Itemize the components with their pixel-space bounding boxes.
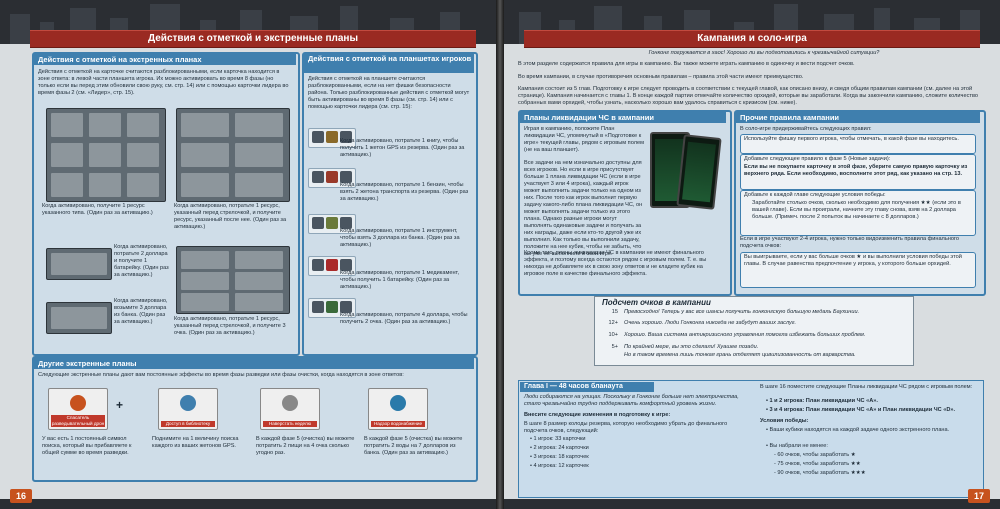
- intro-paragraph: Во время кампании, в случае противоречия…: [518, 74, 804, 80]
- section-title: Действия с отметкой на экстренных планах: [34, 54, 296, 65]
- list-item: • 1 и 2 игрока: План ликвидации ЧС «А».: [766, 398, 878, 404]
- rule-box: [740, 252, 976, 288]
- section-title: Действия с отметкой на планшетах игроков: [304, 54, 474, 73]
- plan-effect: У вас есть 1 постоянный символ поиска, к…: [42, 436, 132, 456]
- solo-text: Заработайте столько очков, сколько необх…: [752, 200, 961, 220]
- caption: Когда активировано, потратьте 1 ресурс, …: [174, 316, 286, 336]
- solo-text: Используйте фишку первого игрока, чтобы …: [744, 136, 959, 142]
- list-item: - 90 очков, чтобы заработать ★★★: [774, 470, 866, 476]
- scoring-title: Подсчет очков в кампании: [602, 298, 711, 307]
- board-action-text: Когда активировано, потратьте 1 книгу, ч…: [340, 138, 465, 158]
- intro-paragraph: В этом разделе содержатся правила для иг…: [518, 61, 855, 67]
- right-page: Кампания и соло-игра Гонконг погружается…: [504, 0, 1000, 509]
- left-page: Действия с отметкой и экстренные планы Д…: [0, 0, 496, 509]
- chapter-box: [518, 380, 984, 498]
- plans-text: Все задачи на нем изначально доступны дл…: [524, 160, 643, 257]
- page-title: Кампания и соло-игра: [524, 30, 980, 48]
- score-text: Очень хорошо. Люди Гонконга никогда не з…: [624, 320, 797, 326]
- cards-illustration: [46, 108, 166, 202]
- solo-text: Добавьте к каждой главе следующие услови…: [744, 192, 886, 198]
- chapter-text: В шаге 16 поместите следующие Планы ликв…: [760, 384, 973, 390]
- solo-text: В соло-игре придерживайтесь следующих пр…: [740, 126, 872, 132]
- board-action-text: Когда активировано, потратьте 1 бензин, …: [340, 182, 469, 202]
- list-item: - 60 очков, чтобы заработать ★: [774, 452, 856, 458]
- score-text: По крайней мере, вы это сделали! Хуашее …: [624, 344, 759, 350]
- plan-effect: В каждой фазе 5 (очистка) вы можете потр…: [256, 436, 355, 456]
- footer-bar: [0, 499, 496, 509]
- solo-text: Добавьте следующее правило к фазе 5 (Нов…: [744, 156, 891, 162]
- score-threshold: 10+: [608, 332, 619, 338]
- footer-bar: [504, 499, 1000, 509]
- rule-box: [740, 154, 976, 190]
- list-item: • 1 игрок: 33 карточки: [530, 436, 586, 442]
- caption: Когда активировано, потратьте 2 доллара …: [114, 244, 169, 278]
- page-number: 16: [10, 489, 32, 503]
- caption: Когда активировано, потратьте 1 ресурс, …: [174, 203, 287, 230]
- score-text: Но в таком времена лишь тонкая грань отд…: [624, 352, 856, 358]
- section-intro: Действия с отметкой на карточке считаютс…: [38, 69, 289, 96]
- list-item: • Вы набрали не менее:: [766, 443, 828, 449]
- rule-box: [740, 134, 976, 154]
- book-spine: [496, 0, 504, 509]
- scoring-box: [594, 296, 914, 366]
- score-threshold: 15: [611, 309, 618, 315]
- rule-box: [740, 190, 976, 236]
- chapter-text: В шаге 8 размер колоды резерва, которую …: [524, 421, 728, 434]
- board-action-illustration: [308, 168, 356, 188]
- chapter-text: Люди собираются на улицах. Поскольку в Г…: [524, 394, 739, 407]
- board-action-text: Когда активировано, потратьте 1 инструме…: [340, 228, 460, 248]
- board-action-text: Когда активировано, потратьте 4 доллара,…: [340, 312, 468, 325]
- plan-tile: Спасатель разведывательный дрон: [48, 388, 108, 430]
- cards-illustration: [176, 108, 290, 202]
- list-item: • 4 игрока: 12 карточек: [530, 463, 589, 469]
- list-item: • Ваши кубики находятся на каждой задаче…: [766, 427, 950, 433]
- plan-tile: Надзор водонабжение: [368, 388, 428, 430]
- caption: Когда активировано, возьмите 3 доллара и…: [114, 298, 168, 325]
- section-intro: Следующие экстренные планы дают вам пост…: [38, 372, 404, 378]
- plan-tile: Наверстать неделю: [260, 388, 320, 430]
- score-text: Хорошо. Ваша система антикризисного упра…: [624, 332, 866, 338]
- board-action-illustration: [308, 128, 356, 148]
- solo-text: Вы выигрываете, если у вас больше очков …: [744, 254, 962, 267]
- plan-tile: Доступ в библиотеку: [158, 388, 218, 430]
- solo-text: Если в игре участвуют 2-4 игрока, нужно …: [740, 236, 959, 249]
- list-item: • 3 игрока: 18 карточек: [530, 454, 589, 460]
- section-title: Прочие правила кампании: [736, 112, 980, 123]
- page-title: Действия с отметкой и экстренные планы: [30, 30, 476, 48]
- plus-icon: +: [116, 398, 124, 412]
- solo-text: Если вы не покупаете карточку в этой фаз…: [744, 164, 968, 177]
- board-action-illustration: [308, 298, 356, 318]
- list-item: Условия победы:: [760, 418, 809, 424]
- card-illustration: [46, 302, 112, 334]
- list-item: • 2 игрока: 24 карточки: [530, 445, 589, 451]
- board-action-text: Когда активировано, потратьте 1 медикаме…: [340, 270, 460, 290]
- card-illustration: [46, 248, 112, 280]
- board-action-illustration: [308, 214, 356, 234]
- plans-text: Кроме того, планы ликвидации ЧС в кампан…: [524, 250, 707, 277]
- tagline: Гонконг погружается в хаос! Хорошо ли вы…: [648, 50, 880, 56]
- section-intro: Действия с отметкой на планшете считаютс…: [308, 76, 470, 110]
- plan-effect: В каждой фазе 5 (очистка) вы можете потр…: [364, 436, 463, 456]
- plan-effect: Поднимите на 1 величину поиска каждого и…: [152, 436, 239, 449]
- page-number: 17: [968, 489, 990, 503]
- caption: Когда активировано, получите 1 ресурс ук…: [42, 203, 153, 216]
- board-action-illustration: [308, 256, 356, 276]
- intro-paragraph: Кампания состоит из 5 глав. Подготовку к…: [518, 86, 978, 106]
- score-text: Превосходно! Теперь у вас все шансы полу…: [624, 309, 860, 315]
- list-item: • 3 и 4 игрока: План ликвидации ЧС «А» и…: [766, 407, 956, 413]
- chapter-title: Глава I — 48 часов бланаута: [520, 382, 654, 392]
- section-title: Планы ликвидации ЧС в кампании: [520, 112, 726, 123]
- section-title: Другие экстренные планы: [34, 358, 474, 369]
- plans-text: Играя в кампанию, положите План ликвидац…: [524, 126, 644, 153]
- cards-illustration: [176, 246, 290, 314]
- chapter-text: Внесите следующие изменения в подготовку…: [524, 412, 671, 418]
- score-threshold: 12+: [608, 320, 619, 326]
- score-threshold: 5+: [611, 344, 618, 350]
- plan-card-illustration: [676, 134, 722, 210]
- list-item: - 75 очков, чтобы заработать ★★: [774, 461, 861, 467]
